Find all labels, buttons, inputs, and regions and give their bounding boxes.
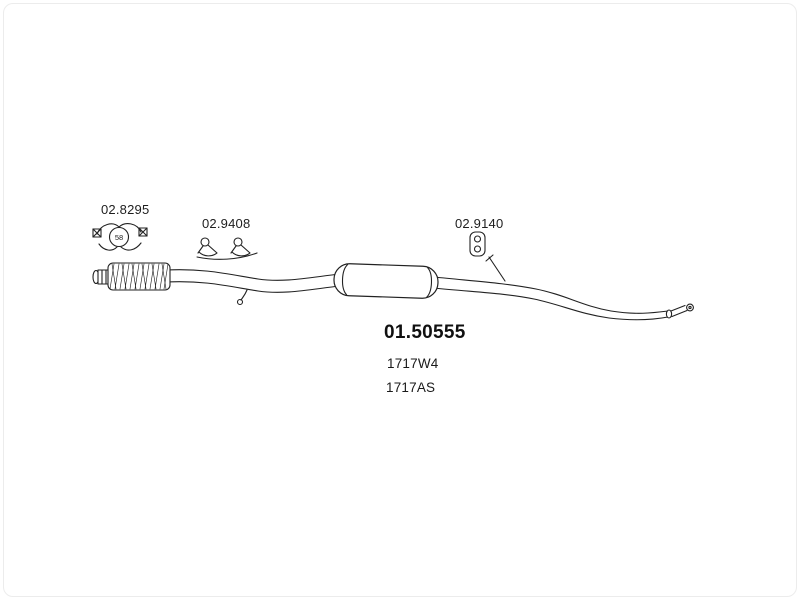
tail-pipe — [433, 276, 694, 321]
brackets-part-label: 02.9408 — [202, 216, 251, 231]
flex-pipe-section — [107, 262, 171, 291]
center-muffler — [333, 263, 439, 299]
main-part-number: 01.50555 — [384, 322, 466, 343]
oe-reference-1: 1717W4 — [387, 356, 439, 371]
hanger-part-label: 02.9140 — [455, 216, 504, 231]
clamp-part-label: 02.8295 — [101, 202, 150, 217]
front-pipe — [165, 269, 341, 293]
mount-hook — [236, 289, 248, 306]
hanger-pin — [485, 254, 506, 282]
oe-reference-2: 1717AS — [386, 380, 436, 395]
bracket-pair-icon — [196, 237, 258, 260]
hanger-icon — [469, 231, 486, 257]
clamp-size-label: 58 — [115, 233, 123, 242]
clamp-icon — [92, 223, 148, 251]
inlet-flange — [92, 269, 110, 285]
